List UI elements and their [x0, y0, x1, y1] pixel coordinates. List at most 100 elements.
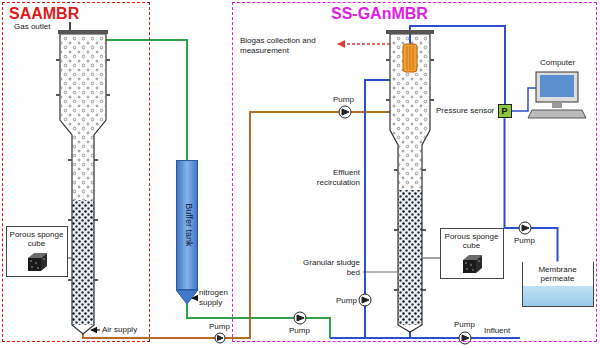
pump-label: Pump — [333, 95, 354, 105]
sensor-label: Pressure sensor — [436, 106, 494, 116]
saambr-column — [60, 34, 106, 334]
green-pipe — [106, 40, 330, 338]
label-anchor: Pump — [454, 320, 475, 330]
leader-line — [363, 272, 397, 273]
computer-icon — [528, 72, 586, 118]
blue-pipe — [512, 88, 536, 111]
pump-label: Pump — [514, 236, 535, 246]
label-anchor: Pump — [336, 296, 357, 306]
pump-symbol — [362, 297, 369, 303]
pump-symbol — [459, 332, 471, 344]
cube-icon — [470, 264, 472, 266]
cube-icon — [43, 258, 45, 260]
cube-icon — [41, 253, 47, 271]
pump-label: Pump — [289, 326, 310, 336]
cube-icon — [25, 251, 49, 273]
cube-icon — [465, 262, 467, 264]
cube-icon — [476, 255, 482, 273]
computer-icon — [528, 110, 586, 118]
pump-symbol — [218, 336, 224, 341]
cube-icon — [478, 260, 480, 262]
cube-icon — [35, 262, 37, 264]
supply-label: nitrogen supply — [199, 288, 228, 307]
computer-icon — [540, 75, 574, 97]
green-pipe — [187, 304, 330, 338]
cube-icon — [31, 266, 33, 268]
cube-icon — [460, 253, 484, 275]
label-anchor: Granular sludge bed — [300, 258, 360, 277]
brown-pipe — [83, 112, 390, 338]
pump-symbol — [339, 106, 351, 118]
pump-label: Pump — [209, 322, 230, 332]
permeate-tank: Membrane permeate — [522, 262, 594, 307]
node-text: P — [502, 106, 508, 117]
label-anchor: Computer — [540, 58, 575, 68]
pump-symbol — [342, 109, 349, 115]
computer-label: Computer — [540, 58, 575, 68]
node-text: Membrane permeate — [526, 265, 590, 284]
region-title: SAAMBR — [9, 6, 79, 22]
leader-line — [68, 258, 72, 259]
pump-symbol — [459, 332, 471, 344]
pump-symbol — [294, 312, 306, 324]
label-anchor: Gas outlet — [14, 22, 50, 32]
buffer-tank-cone — [176, 290, 198, 304]
label-anchor: Air supply — [102, 325, 137, 335]
nitrogen-arrow — [192, 297, 198, 298]
pump-symbol — [359, 294, 371, 306]
gan-mbr-column — [398, 190, 422, 325]
gas-outlet-pipe — [69, 22, 71, 30]
leader-line — [423, 258, 440, 259]
label-anchor: Biogas collection and measurement — [240, 36, 332, 55]
sponge-callout: Porous sponge cube — [6, 226, 68, 277]
membrane-module — [403, 44, 417, 72]
stream-label: Influent — [484, 326, 510, 336]
pump-symbol — [215, 106, 531, 344]
air-arrow — [91, 329, 100, 330]
membrane-module — [403, 44, 417, 72]
gan-mbr-column — [390, 34, 430, 332]
saambr-column — [58, 30, 108, 34]
biogas-label: Biogas collection and measurement — [240, 36, 332, 55]
supply-label: Air supply — [102, 325, 137, 335]
blue-pipe — [330, 337, 520, 339]
saambr-column — [61, 36, 105, 200]
biogas-line — [338, 43, 390, 44]
saambr-column — [56, 30, 110, 334]
label-anchor: nitrogen supply — [199, 288, 228, 307]
reactor-region: SAAMBR Porous sponge cube — [2, 2, 150, 342]
pump-symbol — [215, 333, 225, 343]
gan-mbr-column — [386, 60, 434, 290]
pump-symbol — [215, 333, 225, 343]
cube-icon — [466, 268, 468, 270]
pump-symbol — [519, 222, 531, 234]
cube-icon — [472, 269, 474, 271]
label-anchor: Effluent recirculation — [300, 168, 360, 187]
pump-symbol — [519, 222, 531, 234]
computer-icon — [552, 102, 562, 108]
label-anchor: Pump — [514, 236, 535, 246]
gan-mbr-column — [386, 30, 434, 34]
gan-mbr-column — [386, 30, 434, 332]
pump-symbol — [359, 294, 371, 306]
pump-label: Pump — [336, 296, 357, 306]
node-text: Porous sponge cube — [9, 230, 65, 249]
outlet-label: Gas outlet — [14, 22, 50, 32]
cube-icon — [37, 267, 39, 269]
label-anchor: Pump — [209, 322, 230, 332]
gan-mbr-column — [391, 36, 429, 190]
green-pipe — [106, 40, 187, 160]
pump-symbol — [294, 312, 306, 324]
saambr-column — [72, 200, 94, 325]
sponge-callout: Porous sponge cube — [440, 228, 504, 279]
blue-pipe — [330, 26, 536, 338]
pressure-sensor: P — [498, 104, 512, 119]
pump-symbol — [462, 335, 469, 341]
computer-icon — [536, 72, 578, 102]
stream-label: Effluent recirculation — [300, 168, 360, 187]
node-text: Buffer tank — [182, 203, 192, 246]
membrane-module — [407, 46, 413, 70]
